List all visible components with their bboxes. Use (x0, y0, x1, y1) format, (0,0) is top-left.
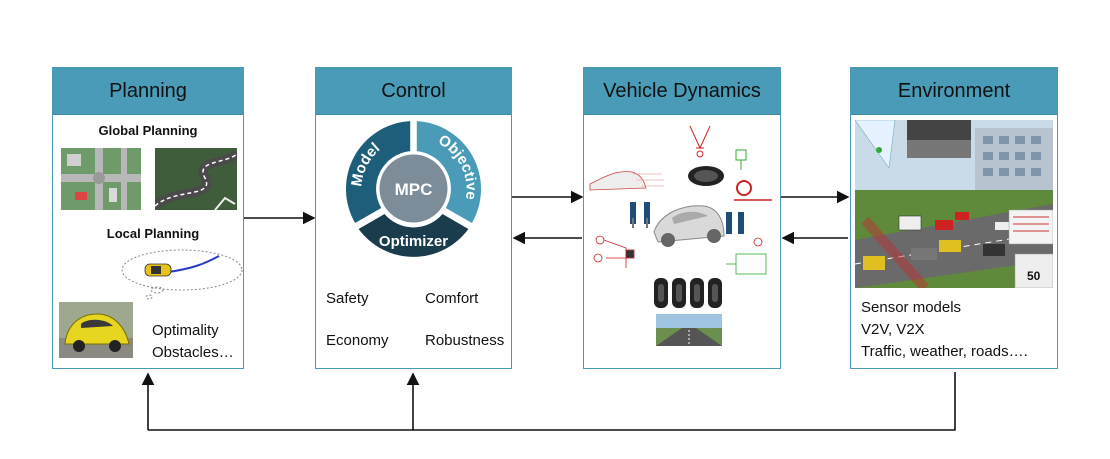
goal-economy: Economy (326, 332, 389, 349)
planning-panel: Planning Global Planning Local Planning (52, 67, 244, 369)
local-planning-cloud-image (119, 246, 245, 302)
tires-row-icon (654, 278, 722, 308)
optimizer-label: Optimizer (379, 233, 448, 250)
planning-title: Planning (53, 68, 243, 115)
steering-wheel-icon (736, 180, 752, 196)
speed-limit-sign: 50 (1027, 269, 1041, 283)
env-sensor-models: Sensor models (861, 299, 962, 316)
global-planning-label: Global Planning (98, 123, 198, 138)
local-planning-label: Local Planning (106, 226, 200, 241)
control-panel: Control MPC Model Objective Optimizer Sa… (315, 67, 512, 369)
criteria-obstacles: Obstacles… (152, 344, 234, 361)
environment-panel: Environment (850, 67, 1058, 369)
mpc-label: MPC (395, 180, 433, 199)
road-view-icon (656, 314, 722, 346)
global-map-image (61, 148, 141, 210)
environment-title: Environment (851, 68, 1057, 115)
central-car-icon (653, 205, 725, 247)
criteria-optimality: Optimality (152, 322, 219, 339)
env-v2v-v2x: V2V, V2X (861, 321, 925, 338)
mpc-ring-diagram: MPC Model Objective Optimizer (345, 121, 482, 257)
green-component-icon (735, 149, 747, 170)
traffic-simulation-image: 50 (855, 120, 1053, 288)
goal-safety: Safety (326, 290, 369, 307)
shock-absorber-left-icon (630, 202, 650, 228)
hydraulic-schematic-icon (593, 235, 635, 268)
env-traffic-weather-roads: Traffic, weather, roads…. (861, 343, 1028, 360)
aero-car-icon (589, 171, 664, 191)
differential-schematic-icon (726, 237, 767, 275)
suspension-schematic-icon (689, 125, 711, 158)
vehicle-dynamics-panel: Vehicle Dynamics (583, 67, 781, 369)
goal-robustness: Robustness (425, 332, 505, 349)
vehicle-dynamics-collage (589, 125, 772, 346)
mountain-road-image (155, 148, 237, 210)
feedback-loop (148, 372, 956, 431)
optimizer-segment (358, 214, 469, 257)
control-title: Control (316, 68, 511, 115)
goal-comfort: Comfort (425, 290, 479, 307)
shock-absorber-right-icon (726, 212, 744, 234)
objective-segment (416, 121, 482, 223)
model-segment (345, 121, 411, 223)
yellow-car-image (59, 302, 133, 358)
mpc-center (379, 154, 448, 223)
vehicle-dynamics-title: Vehicle Dynamics (584, 68, 780, 115)
